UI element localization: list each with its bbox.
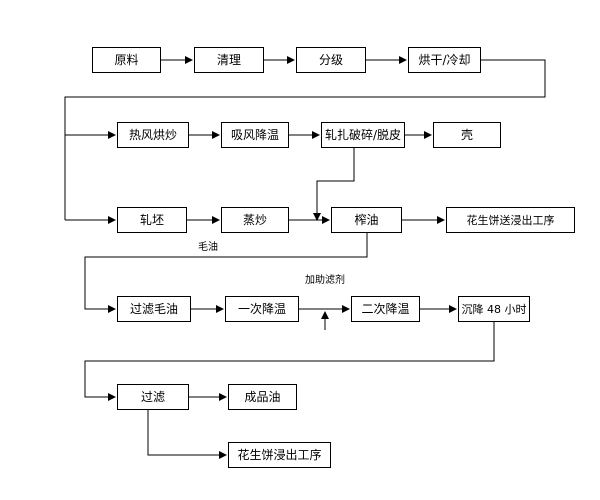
node-finished-oil: 成品油 [228,384,297,410]
node-pressing: 榨油 [331,207,402,233]
node-first-cooling: 一次降温 [225,296,299,322]
node-rolling-flakes: 轧坯 [117,207,187,233]
node-rolling-crushing-peeling: 轧扎破碎/脱皮 [321,122,405,148]
label-add-filter-aid: 加助滤剂 [305,275,345,286]
node-raw-material: 原料 [92,47,161,73]
connector-pressing-to-filter [84,232,368,313]
connector-settling-to-filtering [84,321,495,401]
node-drying-cooling: 烘干/冷却 [408,47,481,73]
node-grading: 分级 [296,47,366,73]
node-hot-air-roasting: 热风烘炒 [117,122,189,148]
node-filter-crude-oil: 过滤毛油 [117,296,191,322]
node-cake-to-leaching-2: 花生饼浸出工序 [228,442,331,468]
connector-drying-return-loop [64,59,546,220]
label-crude-oil: 毛油 [198,242,218,253]
node-filtering: 过滤 [117,384,189,410]
node-shell: 壳 [433,122,501,148]
connector-crushing-to-pressing [313,147,355,221]
node-settling-48h: 沉降 48 小时 [458,296,530,322]
node-second-cooling: 二次降温 [351,296,420,322]
connector-filtering-to-cake-leaching [147,409,227,459]
node-cake-to-leaching-1: 花生饼送浸出工序 [446,207,575,233]
node-cleaning: 清理 [194,47,264,73]
node-steam-frying: 蒸炒 [221,207,289,233]
node-suction-cooling: 吸风降温 [221,122,289,148]
